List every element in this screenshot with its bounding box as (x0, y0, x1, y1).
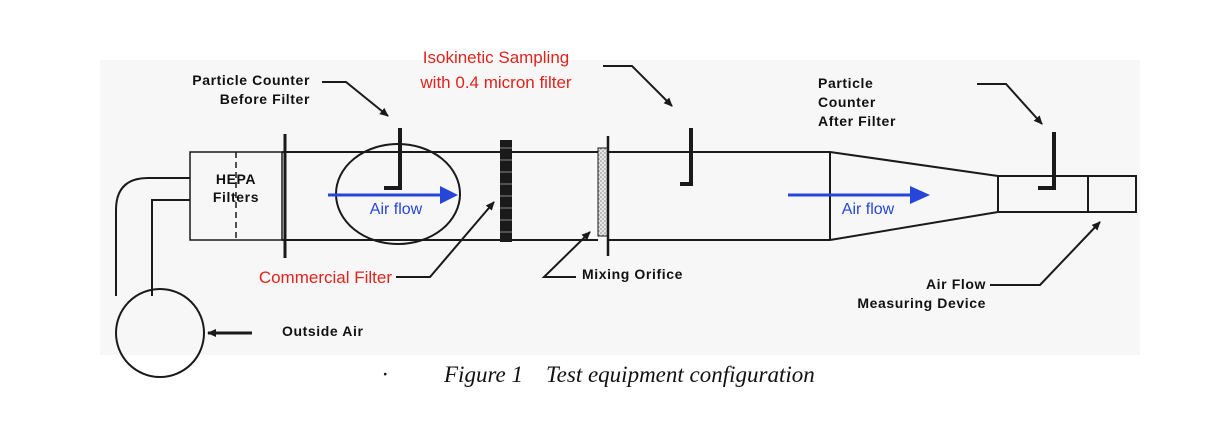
air-flow-device-line1: Air Flow (926, 276, 986, 292)
leader-mixing-orifice (541, 231, 591, 278)
inlet-duct-outer (115, 177, 190, 296)
caption-dot: · (382, 362, 388, 387)
commercial-filter (500, 140, 512, 242)
figure-caption: Figure 1 Test equipment configuration (443, 362, 815, 387)
particle-counter-after-line2: Counter (818, 94, 876, 110)
outside-air-label: Outside Air (282, 323, 364, 339)
particle-counter-before-line1: Particle Counter (192, 72, 310, 88)
leader-before-filter (322, 81, 389, 117)
mixing-orifice-label: Mixing Orifice (582, 266, 683, 282)
outlet-duct (997, 175, 1137, 213)
particle-counter-after-line3: After Filter (818, 113, 896, 129)
leader-after-filter (977, 83, 1043, 125)
hepa-label-line2: Filters (213, 189, 259, 205)
reducer-bottom (829, 211, 999, 241)
air-flow-label-1: Air flow (370, 201, 423, 218)
isokinetic-label-line2: with 0.4 micron filter (419, 73, 571, 92)
outside-air-fan (115, 288, 205, 378)
particle-counter-after-line1: Particle (818, 75, 873, 91)
reducer-top (829, 151, 999, 177)
air-flow-arrowhead-2 (910, 186, 930, 204)
probe-isokinetic (680, 128, 693, 186)
particle-counter-before-line2: Before Filter (220, 91, 310, 107)
commercial-filter-label: Commercial Filter (259, 268, 393, 287)
mixing-orifice (597, 147, 609, 237)
hepa-label-line1: HEPA (216, 171, 256, 187)
diagram-background (100, 60, 1140, 355)
leader-air-flow-device (990, 221, 1101, 286)
air-flow-arrowhead-1 (440, 186, 458, 204)
air-flow-device-line2: Measuring Device (857, 295, 986, 311)
probe-after-filter (1038, 132, 1056, 190)
inlet-duct-inner (151, 199, 190, 296)
isokinetic-label-line1: Isokinetic Sampling (423, 48, 569, 67)
probe-before-filter (384, 128, 402, 190)
air-flow-label-2: Air flow (842, 201, 895, 218)
leader-isokinetic (603, 65, 673, 107)
leader-commercial-filter (396, 201, 495, 278)
